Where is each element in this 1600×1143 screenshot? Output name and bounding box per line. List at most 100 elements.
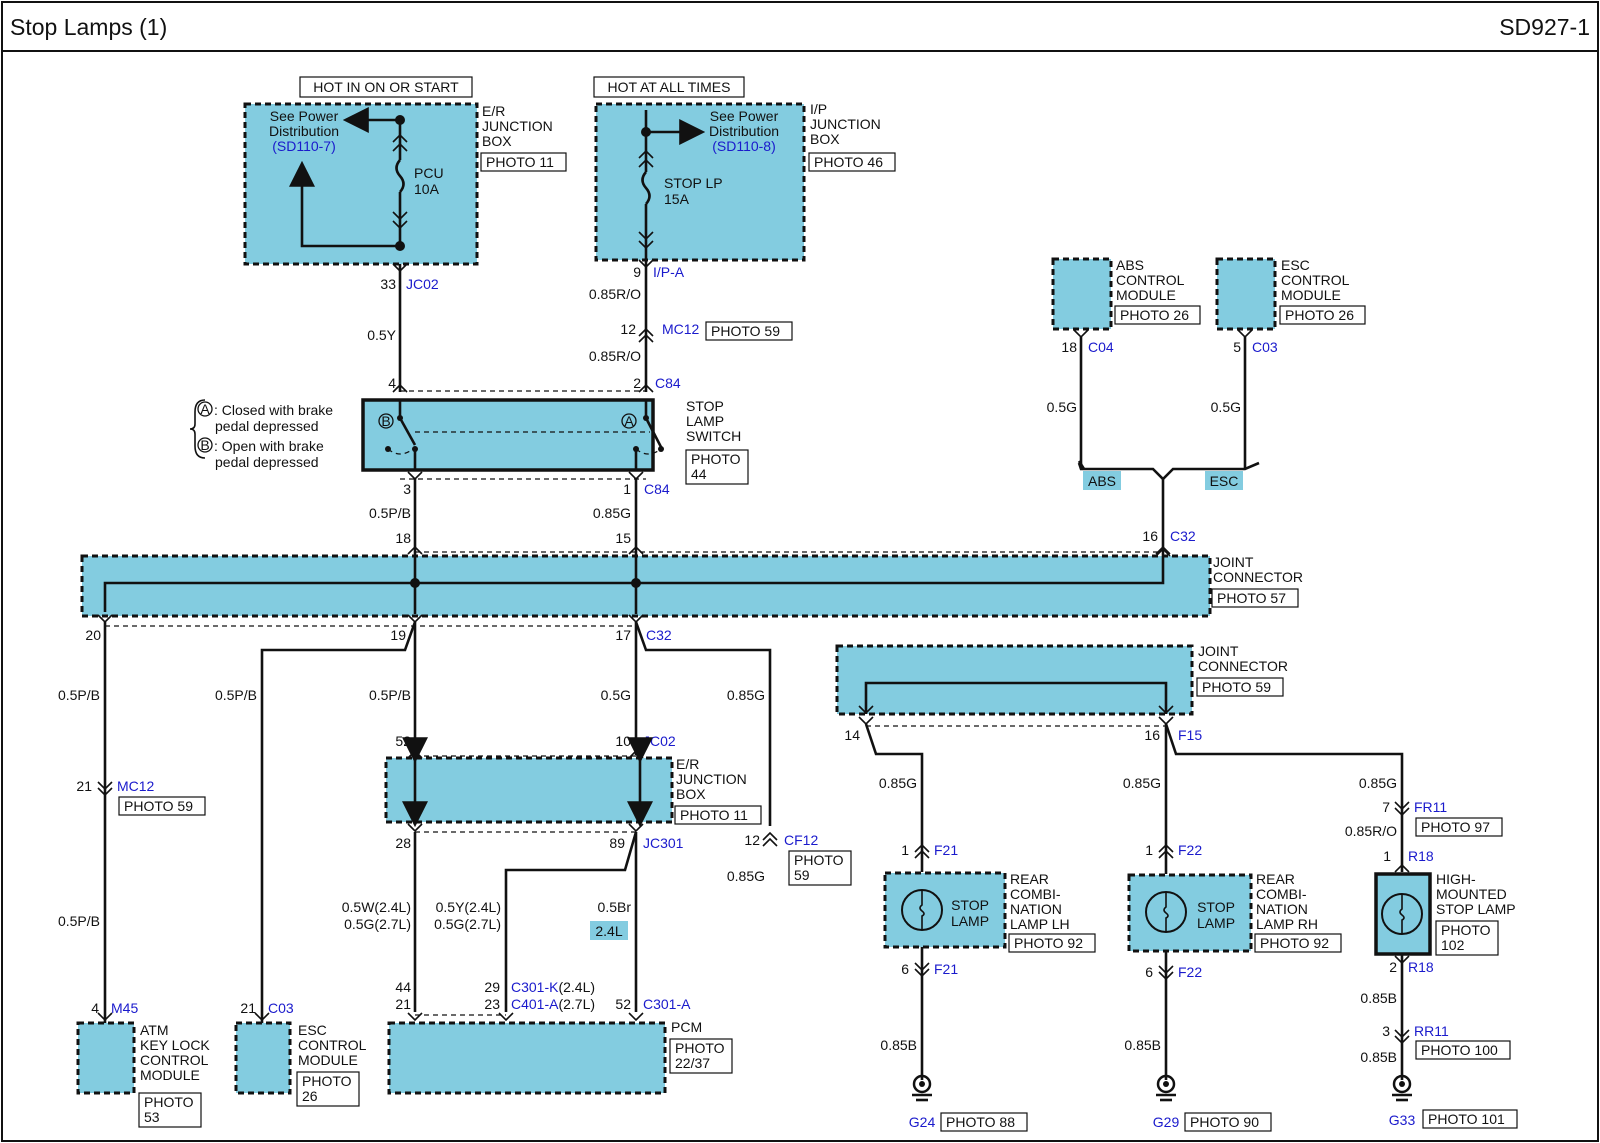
svg-text:MODULE: MODULE bbox=[1281, 287, 1341, 303]
svg-text:PHOTO 101: PHOTO 101 bbox=[1428, 1111, 1505, 1127]
tag-2-4l bbox=[590, 921, 628, 940]
svg-text:A: A bbox=[200, 401, 210, 417]
fuse-symbol bbox=[395, 159, 405, 193]
esc-splice-tag bbox=[1205, 471, 1243, 490]
connector-cf12: CF12 bbox=[784, 832, 818, 848]
svg-text:E/R: E/R bbox=[676, 756, 699, 772]
svg-text:15: 15 bbox=[615, 530, 631, 546]
svg-text:PHOTO 100: PHOTO 100 bbox=[1421, 1042, 1498, 1058]
svg-text:PHOTO 26: PHOTO 26 bbox=[1120, 307, 1189, 323]
svg-text:PHOTO 59: PHOTO 59 bbox=[1202, 679, 1271, 695]
svg-text:9: 9 bbox=[633, 264, 641, 280]
svg-text:0.85B: 0.85B bbox=[1360, 990, 1397, 1006]
connector-mc12-top: MC12 bbox=[662, 321, 700, 337]
svg-text:0.85G: 0.85G bbox=[593, 505, 631, 521]
svg-text:3: 3 bbox=[403, 481, 411, 497]
svg-text:0.5G(2.7L): 0.5G(2.7L) bbox=[434, 916, 501, 932]
svg-text:7: 7 bbox=[1382, 799, 1390, 815]
svg-text:SWITCH: SWITCH bbox=[686, 428, 741, 444]
svg-text:Distribution: Distribution bbox=[269, 123, 339, 139]
switch-mark-a: A bbox=[624, 413, 634, 429]
svg-text:21: 21 bbox=[240, 1000, 256, 1016]
svg-text:CONNECTOR: CONNECTOR bbox=[1213, 569, 1303, 585]
connector-c84-bottom: C84 bbox=[644, 481, 670, 497]
svg-text:ABS: ABS bbox=[1116, 257, 1144, 273]
svg-text:4: 4 bbox=[91, 1000, 99, 1016]
svg-text:2: 2 bbox=[1389, 959, 1397, 975]
svg-text:1: 1 bbox=[1145, 842, 1153, 858]
svg-text:PHOTO 46: PHOTO 46 bbox=[814, 154, 883, 170]
svg-text:BOX: BOX bbox=[482, 133, 512, 149]
svg-text:33: 33 bbox=[380, 276, 396, 292]
svg-text:I/P: I/P bbox=[810, 101, 827, 117]
svg-text:28: 28 bbox=[395, 835, 411, 851]
svg-text:20: 20 bbox=[85, 627, 101, 643]
svg-text:53: 53 bbox=[144, 1109, 160, 1125]
svg-text:18: 18 bbox=[1061, 339, 1077, 355]
svg-text:15A: 15A bbox=[664, 191, 690, 207]
svg-text:REAR: REAR bbox=[1010, 871, 1049, 887]
svg-text:PHOTO: PHOTO bbox=[675, 1040, 725, 1056]
svg-text:12: 12 bbox=[744, 832, 760, 848]
svg-text:10A: 10A bbox=[414, 181, 440, 197]
svg-text:Distribution: Distribution bbox=[709, 123, 779, 139]
svg-text:CONNECTOR: CONNECTOR bbox=[1198, 658, 1288, 674]
svg-text:1: 1 bbox=[1383, 848, 1391, 864]
svg-text:JOINT: JOINT bbox=[1198, 643, 1239, 659]
svg-text:STOP: STOP bbox=[1197, 899, 1235, 915]
svg-text:PHOTO 59: PHOTO 59 bbox=[124, 798, 193, 814]
svg-text:0.85B: 0.85B bbox=[1124, 1037, 1161, 1053]
svg-text:0.85R/O: 0.85R/O bbox=[589, 286, 641, 302]
svg-text:26: 26 bbox=[302, 1088, 318, 1104]
svg-text:CONTROL: CONTROL bbox=[298, 1037, 367, 1053]
connector-jc02-mid: JC02 bbox=[643, 733, 676, 749]
svg-text:PHOTO 88: PHOTO 88 bbox=[946, 1114, 1015, 1130]
svg-text:PHOTO 90: PHOTO 90 bbox=[1190, 1114, 1259, 1130]
svg-text:0.85R/O: 0.85R/O bbox=[1345, 823, 1397, 839]
svg-text:PCM: PCM bbox=[671, 1019, 702, 1035]
svg-text:23: 23 bbox=[484, 996, 500, 1012]
connector-f22-bottom: F22 bbox=[1178, 964, 1202, 980]
svg-text:29: 29 bbox=[484, 979, 500, 995]
svg-text:89: 89 bbox=[609, 835, 625, 851]
svg-text:0.85G: 0.85G bbox=[1123, 775, 1161, 791]
svg-text:pedal depressed: pedal depressed bbox=[215, 418, 319, 434]
connector-c84-top: C84 bbox=[655, 375, 681, 391]
svg-text:PHOTO: PHOTO bbox=[1441, 922, 1491, 938]
connector-m45: M45 bbox=[111, 1000, 138, 1016]
svg-text:0.5P/B: 0.5P/B bbox=[369, 687, 411, 703]
svg-text:44: 44 bbox=[395, 979, 411, 995]
svg-text:STOP: STOP bbox=[686, 398, 724, 414]
svg-text:0.5Br: 0.5Br bbox=[598, 899, 632, 915]
abs-control-module: ABS CONTROL MODULE PHOTO 26 bbox=[1051, 257, 1201, 331]
svg-text:0.85G: 0.85G bbox=[727, 868, 765, 884]
connector-r18-bottom: R18 bbox=[1408, 959, 1434, 975]
svg-text:ESC: ESC bbox=[298, 1022, 327, 1038]
connector-f21-bottom: F21 bbox=[934, 961, 958, 977]
svg-text:CONTROL: CONTROL bbox=[1281, 272, 1350, 288]
svg-text:2: 2 bbox=[633, 375, 641, 391]
connector-c401-a: C401-A(2.7L) bbox=[511, 996, 595, 1012]
svg-text:0.5G(2.7L): 0.5G(2.7L) bbox=[344, 916, 411, 932]
svg-text:16: 16 bbox=[1144, 727, 1160, 743]
svg-text:0.85G: 0.85G bbox=[879, 775, 917, 791]
svg-text:LAMP: LAMP bbox=[1197, 915, 1235, 931]
svg-text:ESC: ESC bbox=[1210, 473, 1239, 489]
connector-c03-bottom: C03 bbox=[268, 1000, 294, 1016]
connector-mc12-left: MC12 bbox=[117, 778, 155, 794]
svg-text:6: 6 bbox=[1145, 964, 1153, 980]
svg-text:PHOTO 59: PHOTO 59 bbox=[711, 323, 780, 339]
connector-rr11: RR11 bbox=[1414, 1023, 1449, 1039]
svg-text:NATION: NATION bbox=[1256, 901, 1308, 917]
svg-text:B: B bbox=[200, 437, 209, 453]
er-box-caption: HOT IN ON OR START bbox=[313, 79, 459, 95]
connector-c04: C04 bbox=[1088, 339, 1114, 355]
svg-text:ABS: ABS bbox=[1088, 473, 1116, 489]
svg-text:0.5P/B: 0.5P/B bbox=[369, 505, 411, 521]
ip-box-caption: HOT AT ALL TIMES bbox=[608, 79, 731, 95]
svg-text:3: 3 bbox=[1382, 1023, 1390, 1039]
ip-junction-box: HOT AT ALL TIMES See Power Distribution … bbox=[593, 76, 896, 262]
svg-text:22/37: 22/37 bbox=[675, 1055, 710, 1071]
